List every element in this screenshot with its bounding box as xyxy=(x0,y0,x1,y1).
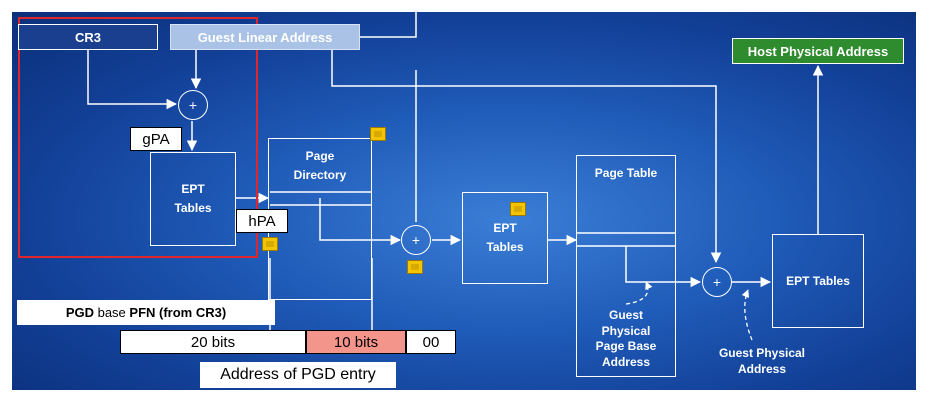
from-cr3-word: (from CR3) xyxy=(155,305,227,320)
guest-linear-address-box: Guest Linear Address xyxy=(170,24,360,50)
field-00: 00 xyxy=(406,330,456,354)
yellow-badge-pagedir xyxy=(370,127,386,141)
cr3-box: CR3 xyxy=(18,24,158,50)
ept-tables-box-3: EPT Tables xyxy=(772,234,864,328)
ept-tables-box-2: EPT Tables xyxy=(462,192,548,284)
pgd-word: PGD xyxy=(65,305,94,320)
dashed-guest-phys xyxy=(741,289,753,341)
field-20-bits: 20 bits xyxy=(120,330,306,354)
hpa-tag: hPA xyxy=(236,209,288,233)
pfn-word: PFN xyxy=(129,305,156,320)
page-table-label: Page Table xyxy=(594,166,658,180)
field-10-bits: 10 bits xyxy=(306,330,406,354)
highlight-frame xyxy=(18,17,258,258)
adder-2: + xyxy=(401,225,431,255)
gla-path-right xyxy=(331,50,722,264)
diagram-panel xyxy=(12,12,916,390)
adder-3: + xyxy=(702,267,732,297)
address-of-pgd-entry-label: Address of PGD entry xyxy=(200,362,396,388)
guest-physical-address-label: Guest Physical Address xyxy=(718,346,806,376)
pgd-base-pfn-label: PGD base PFN (from CR3) xyxy=(17,300,275,325)
guest-physical-page-base-address-label: Guest Physical Page Base Address xyxy=(595,308,657,369)
yellow-badge-hpa xyxy=(262,237,278,251)
base-word: base xyxy=(93,305,130,320)
host-physical-address-box: Host Physical Address xyxy=(732,38,904,64)
ept-tables-box-1: EPT Tables xyxy=(150,152,236,246)
pagedir-to-plus2 xyxy=(319,198,402,246)
yellow-badge-ept2 xyxy=(510,202,526,216)
page-table-box: Page Table xyxy=(576,155,676,377)
adder-1: + xyxy=(178,90,208,120)
page-directory-label: Page Directory xyxy=(293,149,347,183)
cr3-to-plus1 xyxy=(87,50,178,110)
gla-to-plus2 xyxy=(358,0,417,38)
yellow-badge-adder2 xyxy=(407,260,423,274)
gpa-tag: gPA xyxy=(130,127,182,151)
